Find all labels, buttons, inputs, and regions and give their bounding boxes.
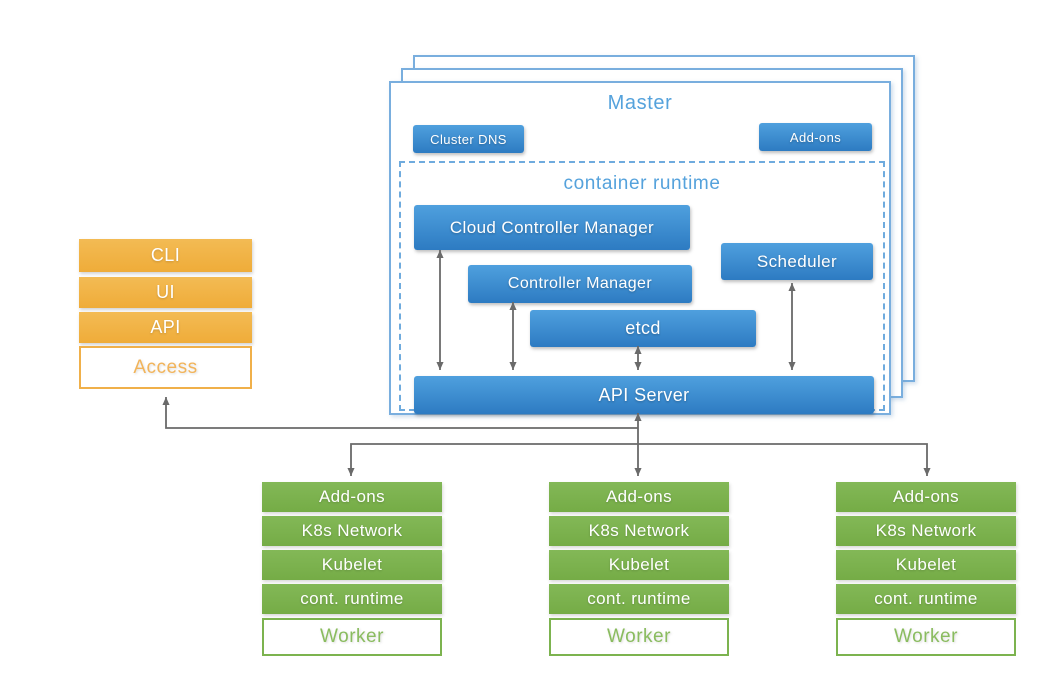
worker-addons-box: Add-ons — [836, 482, 1016, 512]
container-runtime-box: container runtime Cloud Controller Manag… — [399, 161, 885, 414]
worker-kubelet-box: Kubelet — [262, 550, 442, 580]
cluster-dns-box: Cluster DNS — [413, 125, 524, 153]
master-panel: Master Cluster DNS Add-ons container run… — [389, 81, 891, 415]
container-runtime-title: container runtime — [563, 173, 721, 194]
worker-k8s-network-box: K8s Network — [262, 516, 442, 546]
worker-runtime-box: cont. runtime — [836, 584, 1016, 614]
worker-k8s-network-box: K8s Network — [549, 516, 729, 546]
controller-manager-box: Controller Manager — [468, 265, 692, 303]
worker-stack-2: Add-ons K8s Network Kubelet cont. runtim… — [549, 482, 729, 656]
cloud-controller-manager-box: Cloud Controller Manager — [414, 205, 690, 250]
worker-base-box: Worker — [549, 618, 729, 656]
worker-addons-box: Add-ons — [262, 482, 442, 512]
worker-bus-line — [347, 443, 931, 476]
worker-stack-1: Add-ons K8s Network Kubelet cont. runtim… — [262, 482, 442, 656]
worker-kubelet-box: Kubelet — [549, 550, 729, 580]
worker-runtime-box: cont. runtime — [262, 584, 442, 614]
worker-base-box: Worker — [262, 618, 442, 656]
cli-box: CLI — [79, 239, 252, 272]
scheduler-box: Scheduler — [721, 243, 873, 280]
worker-stack-3: Add-ons K8s Network Kubelet cont. runtim… — [836, 482, 1016, 656]
access-base-box: Access — [79, 346, 252, 389]
worker-base-box: Worker — [836, 618, 1016, 656]
etcd-box: etcd — [530, 310, 756, 347]
worker-runtime-box: cont. runtime — [549, 584, 729, 614]
api-server-box: API Server — [414, 376, 874, 414]
master-addons-box: Add-ons — [759, 123, 872, 151]
ui-box: UI — [79, 277, 252, 308]
worker-k8s-network-box: K8s Network — [836, 516, 1016, 546]
access-stack: CLI UI API Access — [79, 239, 252, 389]
worker-kubelet-box: Kubelet — [836, 550, 1016, 580]
master-title: Master — [607, 91, 673, 114]
worker-addons-box: Add-ons — [549, 482, 729, 512]
api-box: API — [79, 312, 252, 343]
